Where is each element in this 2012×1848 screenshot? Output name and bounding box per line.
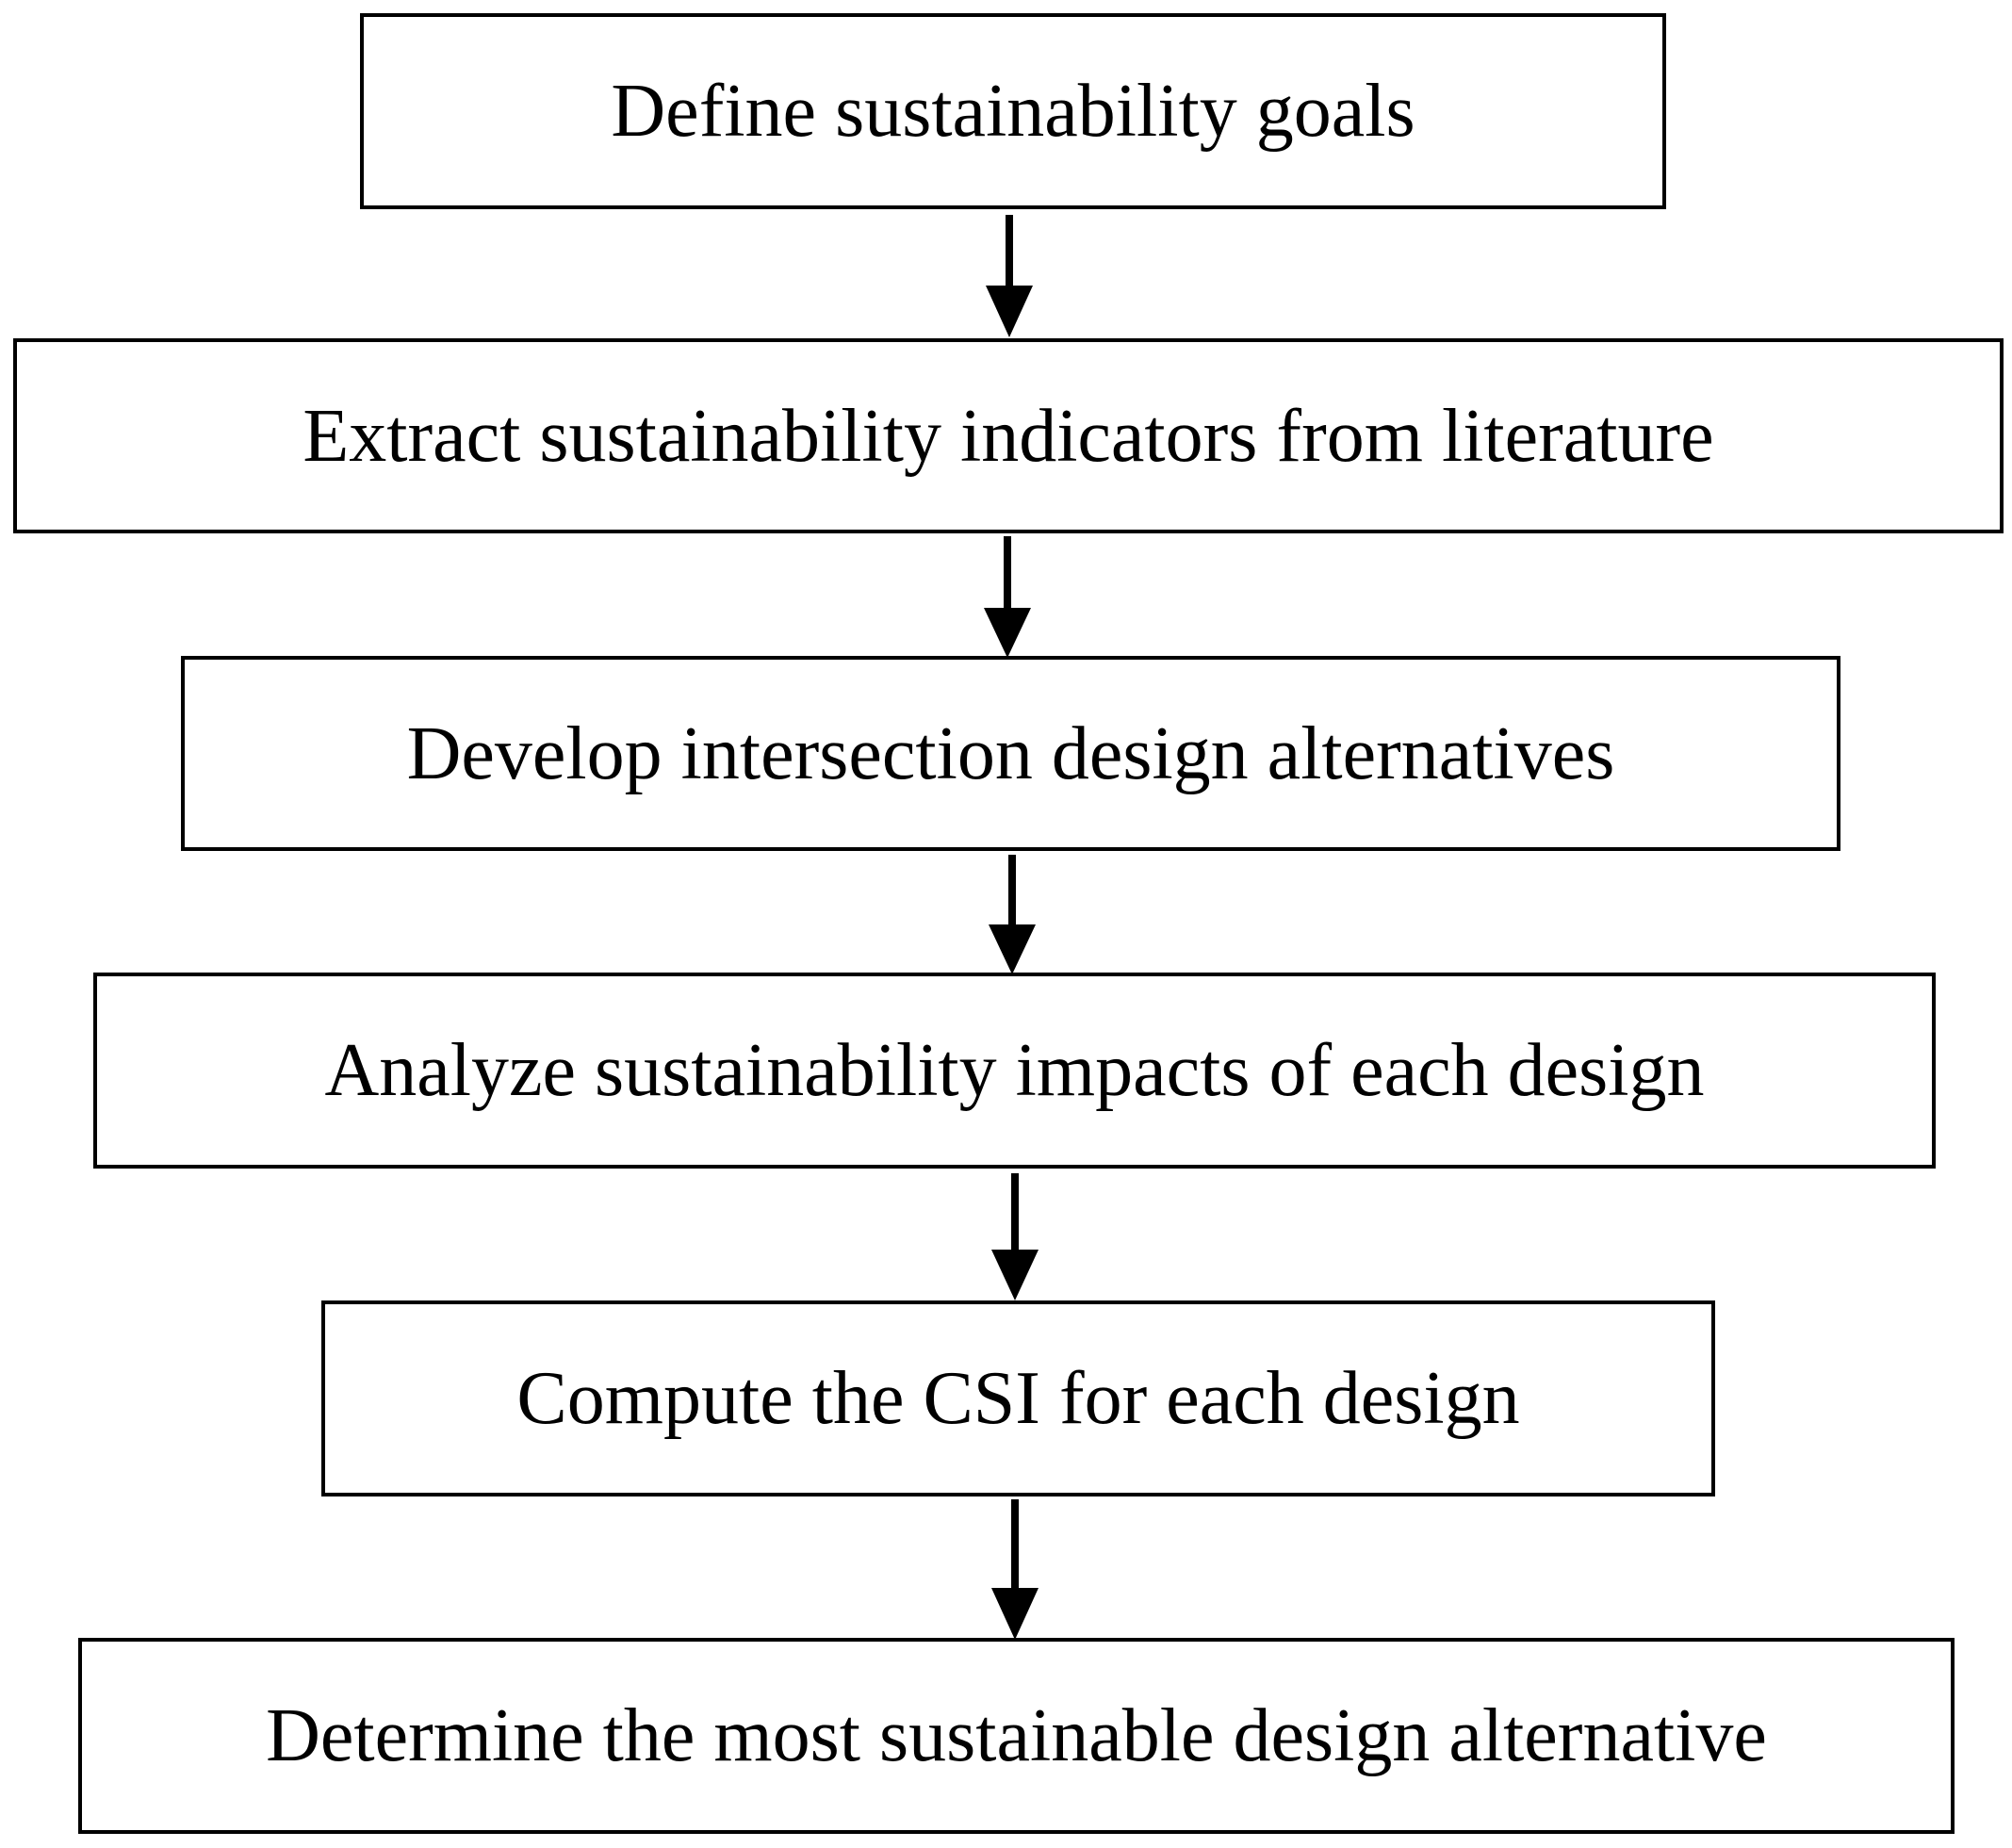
step-1-label: Define sustainability goals — [611, 70, 1415, 153]
arrow-5-to-6 — [991, 1499, 1039, 1640]
step-5-label: Compute the CSI for each design — [516, 1357, 1520, 1440]
step-6-label: Determine the most sustainable design al… — [266, 1694, 1767, 1777]
step-3-label: Develop intersection design alternatives — [406, 711, 1615, 795]
arrow-2-to-3 — [984, 536, 1031, 658]
arrow-1-to-2 — [986, 215, 1033, 337]
step-3-box: Develop intersection design alternatives — [181, 656, 1840, 851]
step-5-box: Compute the CSI for each design — [321, 1300, 1715, 1496]
step-4-box: Analyze sustainability impacts of each d… — [93, 973, 1936, 1169]
step-1-box: Define sustainability goals — [360, 13, 1666, 209]
step-2-label: Extract sustainability indicators from l… — [303, 394, 1714, 478]
arrow-3-to-4 — [989, 855, 1036, 974]
step-6-box: Determine the most sustainable design al… — [78, 1638, 1955, 1834]
step-2-box: Extract sustainability indicators from l… — [13, 338, 2004, 533]
arrow-4-to-5 — [991, 1173, 1039, 1300]
step-4-label: Analyze sustainability impacts of each d… — [324, 1029, 1705, 1112]
